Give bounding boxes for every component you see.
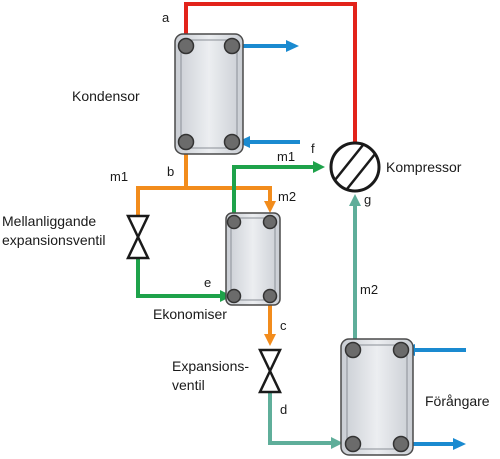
flow-m2-economizer: m2 xyxy=(278,189,296,204)
economizer-port xyxy=(262,288,278,304)
liquid-m2-arrowhead xyxy=(264,201,276,213)
discharge-line xyxy=(184,2,357,150)
liquid-line-branch-m2 xyxy=(186,186,272,203)
evaporator-port xyxy=(392,435,410,453)
suction-arrowhead xyxy=(349,194,361,206)
state-point-e: e xyxy=(204,275,211,290)
expansion-valve xyxy=(258,348,282,394)
intermediate-line-out xyxy=(232,165,314,222)
condenser-port xyxy=(223,37,241,55)
economizer-hx xyxy=(225,212,281,306)
intermediate-line-in xyxy=(136,258,222,298)
intermediate-valve-label-line2: expansionsventil xyxy=(2,232,106,248)
liquid-line-branch-m1 xyxy=(136,186,186,216)
flow-m1-top: m1 xyxy=(277,149,295,164)
condenser-port xyxy=(177,133,195,151)
condenser-port xyxy=(223,133,241,151)
evaporator-hx xyxy=(340,338,414,456)
state-point-d: d xyxy=(280,402,287,417)
intermediate-expansion-valve xyxy=(126,214,150,260)
state-point-g: g xyxy=(364,192,371,207)
compressor-symbol xyxy=(329,141,381,193)
evaporator-port xyxy=(392,341,410,359)
economizer-port xyxy=(226,214,242,230)
liquid-c-arrowhead xyxy=(264,334,276,346)
economizer-port xyxy=(262,214,278,230)
economizer-label: Ekonomiser xyxy=(153,306,227,322)
condenser-label: Kondensor xyxy=(72,88,140,104)
expansion-valve-label-line2: ventil xyxy=(172,377,205,393)
state-point-f: f xyxy=(311,141,315,156)
evaporator-inlet-line xyxy=(268,372,333,445)
economizer-port xyxy=(226,288,242,304)
intermediate-out-arrowhead xyxy=(313,161,325,173)
flow-m1-left: m1 xyxy=(110,169,128,184)
state-point-a: a xyxy=(162,10,170,25)
evaporator-inlet-arrowhead xyxy=(331,437,343,449)
state-point-b: b xyxy=(167,164,174,179)
evaporator-port xyxy=(344,435,362,453)
condenser-hx xyxy=(174,33,244,155)
evaporator-water-out-arrowhead xyxy=(453,438,466,450)
flow-m2-suction: m2 xyxy=(360,282,378,297)
condenser-port xyxy=(177,37,195,55)
state-point-c: c xyxy=(280,318,287,333)
evaporator-label: Förångare xyxy=(425,393,490,409)
condenser-water-out-arrowhead xyxy=(286,40,299,52)
expansion-valve-label-line1: Expansions- xyxy=(172,358,249,374)
intermediate-valve-label-line1: Mellanliggande xyxy=(2,213,96,229)
evaporator-port xyxy=(344,341,362,359)
compressor-label: Kompressor xyxy=(386,159,462,175)
